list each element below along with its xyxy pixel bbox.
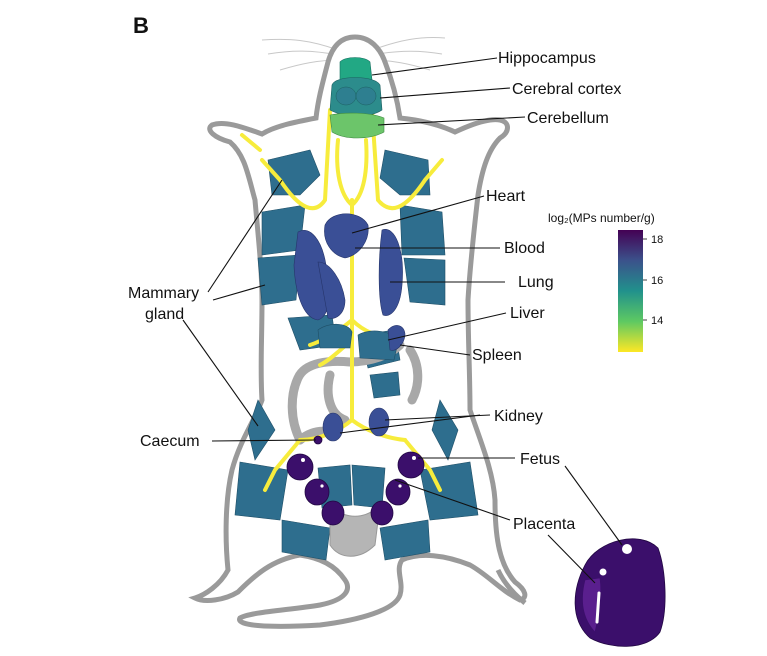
hippocampus-region [339,57,373,81]
legend-tick-16: 16 [651,275,663,287]
mammary-glands [234,149,479,561]
label-kidney: Kidney [494,408,543,425]
legend-title: log₂(MPs number/g) [548,211,655,225]
label-blood: Blood [504,240,545,257]
lung-right [378,229,403,316]
kidney-left [322,412,344,442]
panel-letter: B [133,13,149,38]
label-mammary-line1: Mammary [128,285,199,302]
lung-left-lobe [317,261,346,319]
heart-shape [324,213,369,259]
label-cerebral-cortex: Cerebral cortex [512,81,621,98]
legend-tick-18: 18 [651,234,663,246]
colorbar-legend: log₂(MPs number/g) 18 16 14 [548,211,663,352]
kidney-right [368,407,390,437]
label-lung: Lung [518,274,554,291]
label-heart: Heart [486,188,526,205]
fetuses-in-utero [286,451,425,526]
leader-lines [182,57,623,584]
fetus-inset [574,538,666,647]
label-cerebellum: Cerebellum [527,110,609,127]
label-liver: Liver [510,305,545,322]
label-mammary-line2: gland [145,306,184,323]
label-caecum: Caecum [140,433,200,450]
brain [329,57,385,139]
label-hippocampus: Hippocampus [498,50,596,67]
cerebellum-region [329,112,385,139]
organ-labels: Hippocampus Cerebral cortex Cerebellum H… [128,50,621,533]
label-fetus: Fetus [520,451,560,468]
legend-tick-14: 14 [651,315,663,327]
colorbar [618,230,643,352]
label-spleen: Spleen [472,347,522,364]
label-placenta: Placenta [513,516,575,533]
